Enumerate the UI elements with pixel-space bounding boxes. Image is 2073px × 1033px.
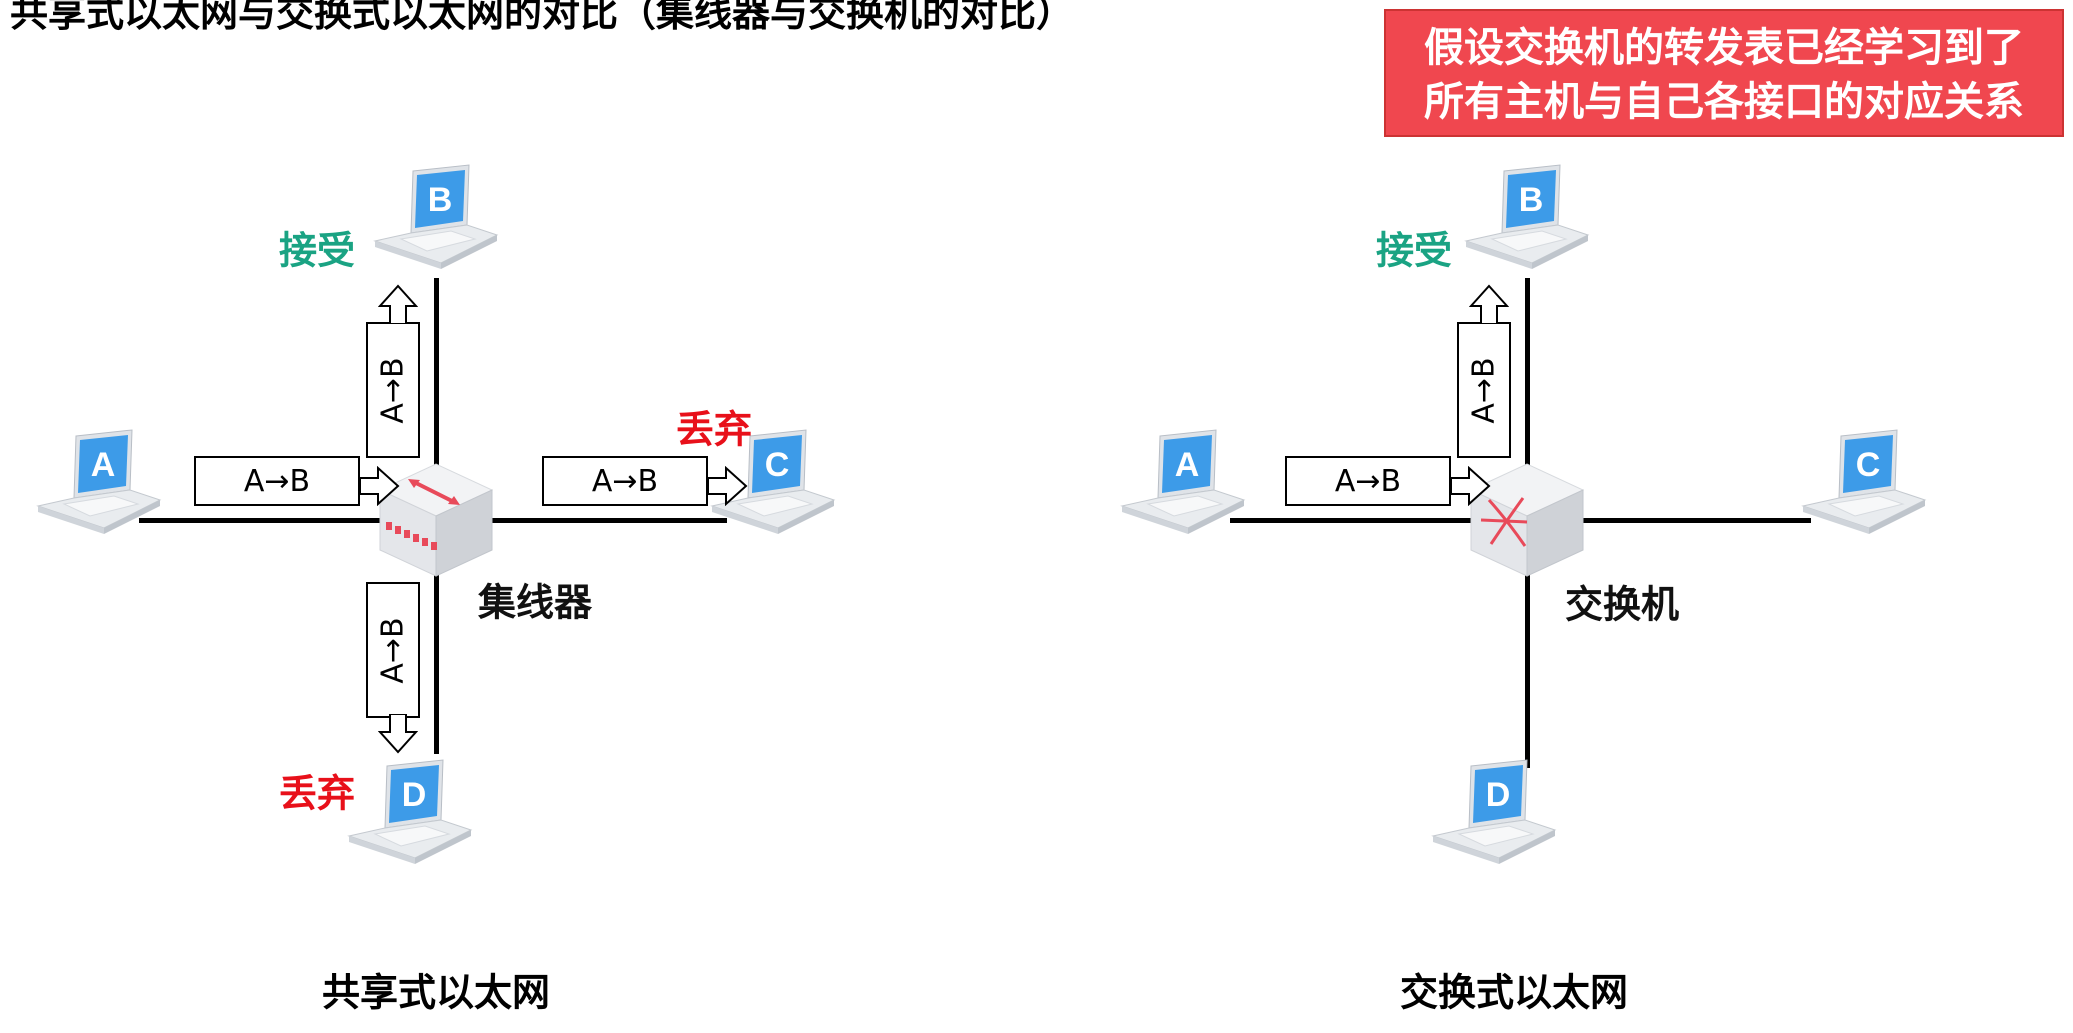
frame-label: A→B bbox=[591, 463, 659, 499]
frame-a-to-hub: A→B bbox=[194, 456, 360, 506]
frame-label: A→B bbox=[243, 463, 311, 499]
host-letter: D bbox=[1486, 776, 1511, 814]
arrow-shape bbox=[707, 465, 748, 507]
switch-icon bbox=[1467, 460, 1587, 580]
hub-icon bbox=[376, 460, 496, 580]
host-c-laptop-icon: C bbox=[708, 428, 838, 538]
shared-caption: 共享式以太网 bbox=[321, 970, 551, 1015]
arrow-shape bbox=[1450, 465, 1491, 507]
arrow-down-icon bbox=[376, 713, 420, 760]
host-d-laptop-icon: D bbox=[345, 758, 475, 868]
arrow-right-icon bbox=[1450, 465, 1495, 510]
frame-hub-to-c: A→B bbox=[542, 456, 708, 506]
frame-switch-to-b: A→B bbox=[1457, 322, 1511, 458]
arrow-up-icon bbox=[376, 282, 420, 326]
host-letter: A bbox=[1175, 446, 1200, 484]
host-b-laptop-icon: B bbox=[1462, 163, 1592, 273]
frame-label: A→B bbox=[375, 356, 411, 424]
arrow-right-icon bbox=[359, 465, 404, 510]
frame-hub-to-b: A→B bbox=[366, 322, 420, 458]
arrow-up-icon bbox=[1467, 282, 1511, 326]
note-line-2: 所有主机与自己各接口的对应关系 bbox=[1424, 79, 2024, 125]
switched-caption: 交换式以太网 bbox=[1399, 970, 1629, 1015]
switch-label: 交换机 bbox=[1564, 582, 1680, 627]
page-title: 共享式以太网与交换式以太网的对比（集线器与交换机的对比） bbox=[10, 0, 1075, 35]
arrow-shape bbox=[1468, 284, 1510, 325]
status-accept-b: 接受 bbox=[278, 228, 356, 273]
status-accept-b: 接受 bbox=[1375, 228, 1453, 273]
host-letter: B bbox=[428, 181, 453, 219]
host-letter: A bbox=[91, 446, 116, 484]
status-discard-c: 丢弃 bbox=[675, 407, 753, 452]
host-c-laptop-icon: C bbox=[1799, 428, 1929, 538]
frame-label: A→B bbox=[1466, 356, 1502, 424]
host-a-laptop-icon: A bbox=[1118, 428, 1248, 538]
host-d-laptop-icon: D bbox=[1429, 758, 1559, 868]
arrow-shape bbox=[377, 713, 419, 754]
frame-label: A→B bbox=[1334, 463, 1402, 499]
assumption-note: 假设交换机的转发表已经学习到了 所有主机与自己各接口的对应关系 bbox=[1384, 9, 2064, 137]
note-line-1: 假设交换机的转发表已经学习到了 bbox=[1424, 25, 2024, 71]
status-discard-d: 丢弃 bbox=[278, 771, 356, 816]
arrow-shape bbox=[359, 465, 400, 507]
frame-a-to-switch: A→B bbox=[1285, 456, 1451, 506]
host-letter: C bbox=[765, 446, 790, 484]
host-b-laptop-icon: B bbox=[371, 163, 501, 273]
host-a-laptop-icon: A bbox=[34, 428, 164, 538]
hub-label: 集线器 bbox=[477, 580, 593, 625]
host-letter: D bbox=[402, 776, 427, 814]
frame-label: A→B bbox=[375, 616, 411, 684]
host-letter: B bbox=[1519, 181, 1544, 219]
host-letter: C bbox=[1856, 446, 1881, 484]
arrow-right-icon bbox=[707, 465, 752, 510]
arrow-shape bbox=[377, 284, 419, 325]
frame-hub-to-d: A→B bbox=[366, 582, 420, 718]
